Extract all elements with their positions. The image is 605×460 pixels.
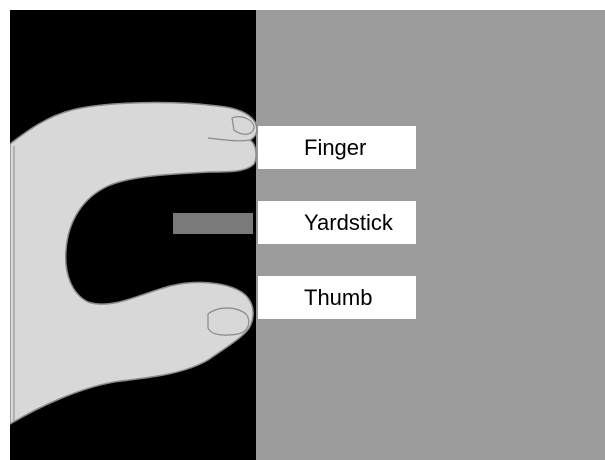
- finger-label-box: Finger: [258, 126, 416, 169]
- thumb-label-box: Thumb: [258, 276, 416, 319]
- reaction-test-diagram: Finger Yardstick Thumb: [10, 10, 605, 460]
- thumb-label: Thumb: [304, 285, 372, 311]
- hand-shape: [10, 103, 257, 424]
- yardstick-label-box: Yardstick: [258, 201, 416, 244]
- finger-label: Finger: [304, 135, 366, 161]
- yardstick-label: Yardstick: [304, 210, 393, 236]
